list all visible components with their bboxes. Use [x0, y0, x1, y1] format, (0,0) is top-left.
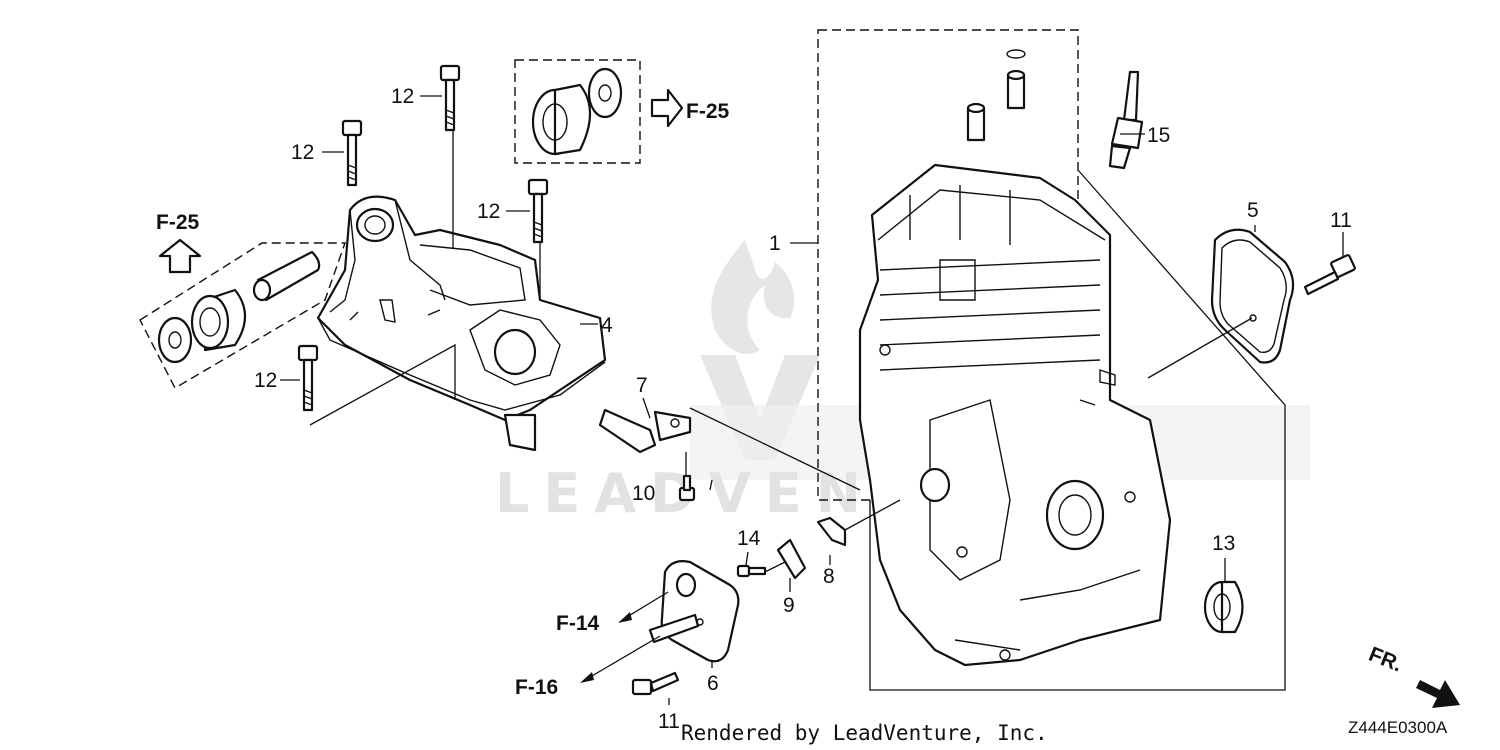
- clip-part-8: [816, 516, 847, 547]
- plate-part-9: [776, 538, 807, 580]
- bolt-12-top: [439, 64, 461, 132]
- side-cover-part-5: [1210, 228, 1295, 364]
- callout-5: 5: [1247, 199, 1259, 222]
- callout-11-bottom: 11: [658, 710, 680, 733]
- bolt-12-upper: [341, 119, 363, 187]
- cylinder-block-part-1: [817, 29, 1172, 667]
- arrow-head-f16: [580, 672, 594, 683]
- callout-numbers: 12 12 12 12 4 1 15 5 11 13 7 10 14 8 9 6…: [254, 85, 1352, 733]
- callout-9: 9: [783, 594, 795, 617]
- callout-12-mid: 12: [477, 200, 500, 223]
- oil-seal-part-13: [1203, 580, 1244, 634]
- callout-12-upper: 12: [291, 141, 314, 164]
- bolt-10: [678, 474, 696, 502]
- ref-f14: F-14: [556, 612, 600, 635]
- arrow-right-outline: [650, 88, 684, 128]
- callout-11-right: 11: [1330, 209, 1352, 232]
- front-direction-arrow: [1416, 680, 1460, 708]
- arrow-head-f14: [618, 612, 632, 623]
- callout-4: 4: [601, 314, 613, 337]
- callout-12-lower: 12: [254, 369, 277, 392]
- callout-7: 7: [636, 374, 648, 397]
- bolt-11-right: [1303, 254, 1356, 296]
- bearing-kit-box-top: [514, 59, 641, 164]
- ref-f16: F-16: [515, 676, 558, 699]
- callout-12-top: 12: [391, 85, 414, 108]
- callout-15: 15: [1147, 124, 1170, 147]
- breather-part-7: [598, 408, 692, 454]
- ref-front: FR.: [1365, 643, 1405, 677]
- diagram-code: Z444E0300A: [1348, 718, 1448, 737]
- breather-cover-part-6: [648, 560, 740, 663]
- leader-lines: [280, 95, 1344, 705]
- bolt-12-mid: [527, 178, 549, 244]
- flame-v-logo: [700, 240, 820, 460]
- figure-references: F-25 F-25 F-14 F-16 FR.: [156, 100, 1405, 699]
- callout-6: 6: [707, 672, 719, 695]
- arrow-up-outline: [158, 238, 202, 274]
- callout-13: 13: [1212, 532, 1235, 555]
- screw-part-14: [736, 564, 767, 578]
- valve-lifters: [966, 49, 1026, 142]
- cylinder-cover-part-4: [316, 195, 607, 452]
- ref-f25-top: F-25: [686, 100, 730, 123]
- bolt-12-lower: [297, 344, 319, 412]
- callout-10: 10: [632, 482, 655, 505]
- render-credit: Rendered by LeadVenture, Inc.: [681, 721, 1048, 745]
- callout-8: 8: [823, 565, 835, 588]
- bearing-kit-box-left: [139, 242, 346, 389]
- ref-f25-left: F-25: [156, 211, 200, 234]
- spark-plug-part-15: [1108, 70, 1144, 170]
- callout-1: 1: [769, 232, 781, 255]
- bolt-11-bottom: [631, 671, 680, 696]
- callout-14: 14: [737, 527, 761, 550]
